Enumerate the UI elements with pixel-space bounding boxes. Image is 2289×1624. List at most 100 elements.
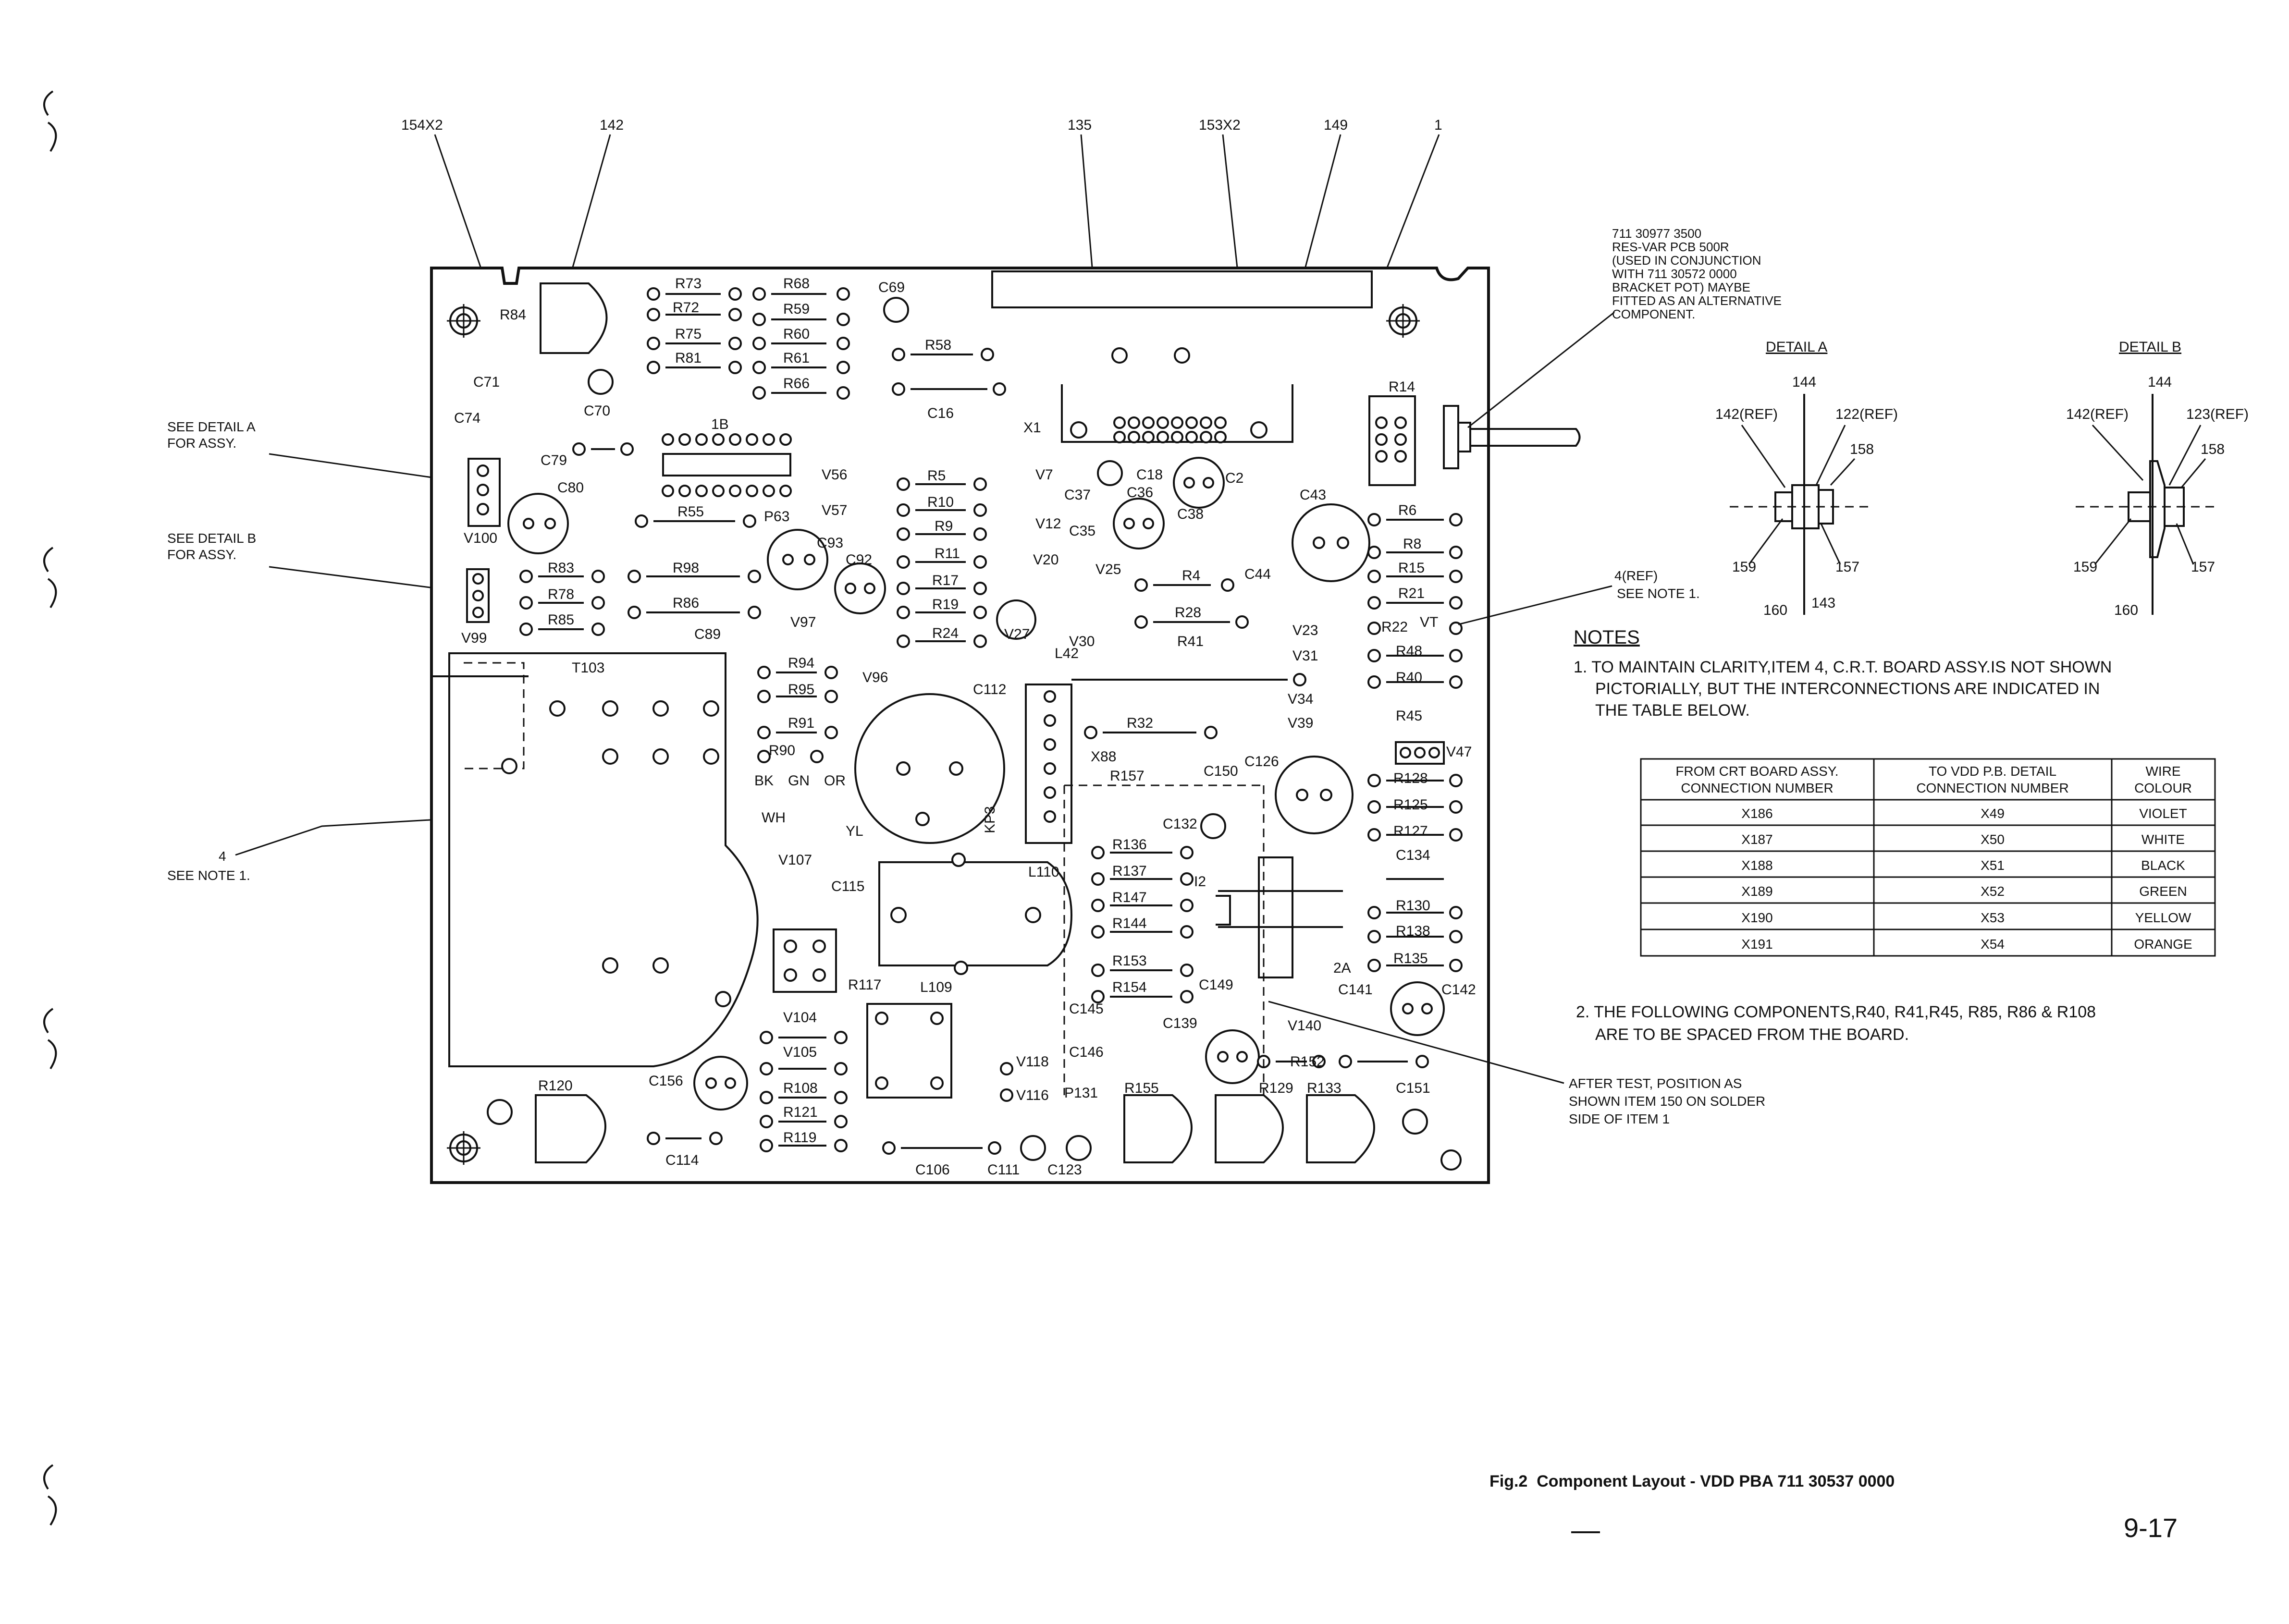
lbl-c156: C156 (649, 1073, 683, 1089)
lbl-c150: C150 (1204, 763, 1238, 779)
svg-text:158: 158 (2201, 441, 2225, 457)
callout-149: 149 (1324, 117, 1348, 133)
board-cutout (448, 652, 759, 1067)
table-header: FROM CRT BOARD ASSY. CONNECTION NUMBER T… (1675, 764, 2192, 795)
see-detail-b-line2: FOR ASSY. (167, 547, 236, 562)
svg-text:2. THE FOLLOWING COMPONENTS,R4: 2. THE FOLLOWING COMPONENTS,R40, R41,R45… (1576, 1003, 2096, 1021)
svg-text:THE TABLE BELOW.: THE TABLE BELOW. (1595, 701, 1750, 720)
left-callouts: SEE DETAIL A FOR ASSY. SEE DETAIL B FOR … (167, 419, 256, 883)
lbl-r24: R24 (932, 625, 959, 641)
lbl-v107: V107 (778, 852, 812, 868)
svg-text:ORANGE: ORANGE (2134, 937, 2192, 952)
lbl-r125: R125 (1393, 797, 1428, 813)
resistor-rows-left (519, 442, 838, 763)
svg-text:160: 160 (1763, 602, 1787, 618)
lbl-r28: R28 (1175, 605, 1201, 621)
lbl-c37: C37 (1064, 487, 1091, 503)
callout-154x2: 154X2 (401, 117, 443, 133)
top-callouts: 154X2 142 135 153X2 149 1 (401, 117, 1442, 133)
svg-text:X49: X49 (1981, 806, 2005, 821)
lbl-c74: C74 (454, 410, 480, 426)
lbl-v25: V25 (1095, 562, 1121, 577)
lbl-c141: C141 (1338, 982, 1373, 998)
lbl-c151: C151 (1396, 1080, 1430, 1096)
lbl-p63: P63 (764, 509, 789, 525)
lbl-l109: L109 (920, 979, 952, 995)
lbl-r61: R61 (783, 350, 810, 366)
svg-text:GREEN: GREEN (2139, 884, 2187, 899)
lbl-c80: C80 (557, 480, 584, 496)
lbl-bk: BK (754, 773, 774, 789)
svg-text:711 30977 3500: 711 30977 3500 (1612, 226, 1701, 241)
lbl-c111: C111 (987, 1162, 1020, 1178)
lbl-r130: R130 (1396, 898, 1430, 914)
lbl-c16: C16 (927, 405, 954, 421)
svg-text:VIOLET: VIOLET (2139, 806, 2187, 821)
detail-b: DETAIL B 144 142(REF) 123(REF) 158 159 1… (2066, 339, 2249, 618)
mounting-hole-bl (447, 1131, 480, 1165)
lbl-r40: R40 (1396, 670, 1422, 685)
v100-connector (468, 458, 501, 527)
svg-text:123(REF): 123(REF) (2186, 406, 2249, 422)
svg-text:X54: X54 (1981, 937, 2005, 952)
connection-table: FROM CRT BOARD ASSY. CONNECTION NUMBER T… (1640, 758, 2216, 957)
lbl-r91: R91 (788, 715, 814, 731)
l109 (866, 1003, 952, 1099)
lbl-r72: R72 (673, 300, 699, 316)
lbl-r94: R94 (788, 655, 814, 671)
lbl-c38: C38 (1177, 506, 1204, 522)
lbl-v39: V39 (1288, 715, 1313, 731)
lbl-r98: R98 (673, 560, 699, 576)
lbl-r58: R58 (925, 337, 951, 353)
binder-marks (43, 90, 57, 1526)
lbl-c145: C145 (1069, 1001, 1104, 1017)
lbl-r133: R133 (1307, 1080, 1341, 1096)
lbl-r95: R95 (788, 682, 814, 697)
lbl-r59: R59 (783, 301, 810, 317)
notes-section: NOTES 1. TO MAINTAIN CLARITY,ITEM 4, C.R… (1574, 627, 2112, 720)
capacitors-large (507, 457, 1445, 1111)
svg-text:144: 144 (1792, 374, 1816, 390)
block-center-right (1258, 856, 1293, 978)
svg-text:SEE NOTE 1.: SEE NOTE 1. (1617, 586, 1700, 601)
lbl-r138: R138 (1396, 923, 1430, 939)
lbl-v47: V47 (1446, 744, 1472, 760)
lbl-v96: V96 (862, 670, 888, 685)
pot-r84 (540, 282, 608, 354)
lbl-r5: R5 (927, 468, 946, 484)
svg-text:X50: X50 (1981, 832, 2005, 847)
lbl-v104: V104 (783, 1010, 817, 1026)
svg-text:144: 144 (2148, 374, 2172, 390)
lbl-2a: 2A (1333, 960, 1351, 976)
svg-text:X53: X53 (1981, 910, 2005, 925)
table-row: X191 (1741, 937, 1772, 952)
table-row: X187 (1741, 832, 1772, 847)
lbl-c18: C18 (1136, 467, 1163, 483)
resistor-rows-right (1367, 513, 1463, 1171)
lbl-c89: C89 (694, 626, 721, 642)
lbl-l110: L110 (1028, 864, 1059, 880)
ic-1b (662, 453, 791, 476)
svg-text:WIRE: WIRE (2145, 764, 2180, 779)
table-row: X190 (1741, 910, 1772, 925)
lbl-wh: WH (762, 810, 786, 826)
lbl-r83: R83 (548, 560, 574, 576)
svg-text:X51: X51 (1981, 858, 2005, 873)
table-row: X186 (1741, 806, 1772, 821)
mounting-hole-tr (1386, 304, 1420, 338)
lbl-r19: R19 (932, 597, 959, 612)
detail-a-title: DETAIL A (1766, 339, 1827, 355)
svg-text:122(REF): 122(REF) (1835, 406, 1898, 422)
svg-text:RES-VAR PCB 500R: RES-VAR PCB 500R (1612, 240, 1729, 254)
see-detail-a-line2: FOR ASSY. (167, 436, 236, 451)
lbl-v56: V56 (822, 467, 847, 483)
detail-b-title: DETAIL B (2119, 339, 2181, 355)
svg-text:PICTORIALLY, BUT THE INTERCONN: PICTORIALLY, BUT THE INTERCONNECTIONS AR… (1595, 680, 2100, 698)
lbl-x1: X1 (1023, 420, 1041, 436)
table-row: X189 (1741, 884, 1772, 899)
lbl-c79: C79 (541, 452, 567, 468)
lbl-kp3: KP3 (982, 806, 998, 833)
lbl-r144: R144 (1112, 916, 1147, 931)
lbl-l42: L42 (1055, 646, 1079, 661)
lbl-v57: V57 (822, 502, 847, 518)
